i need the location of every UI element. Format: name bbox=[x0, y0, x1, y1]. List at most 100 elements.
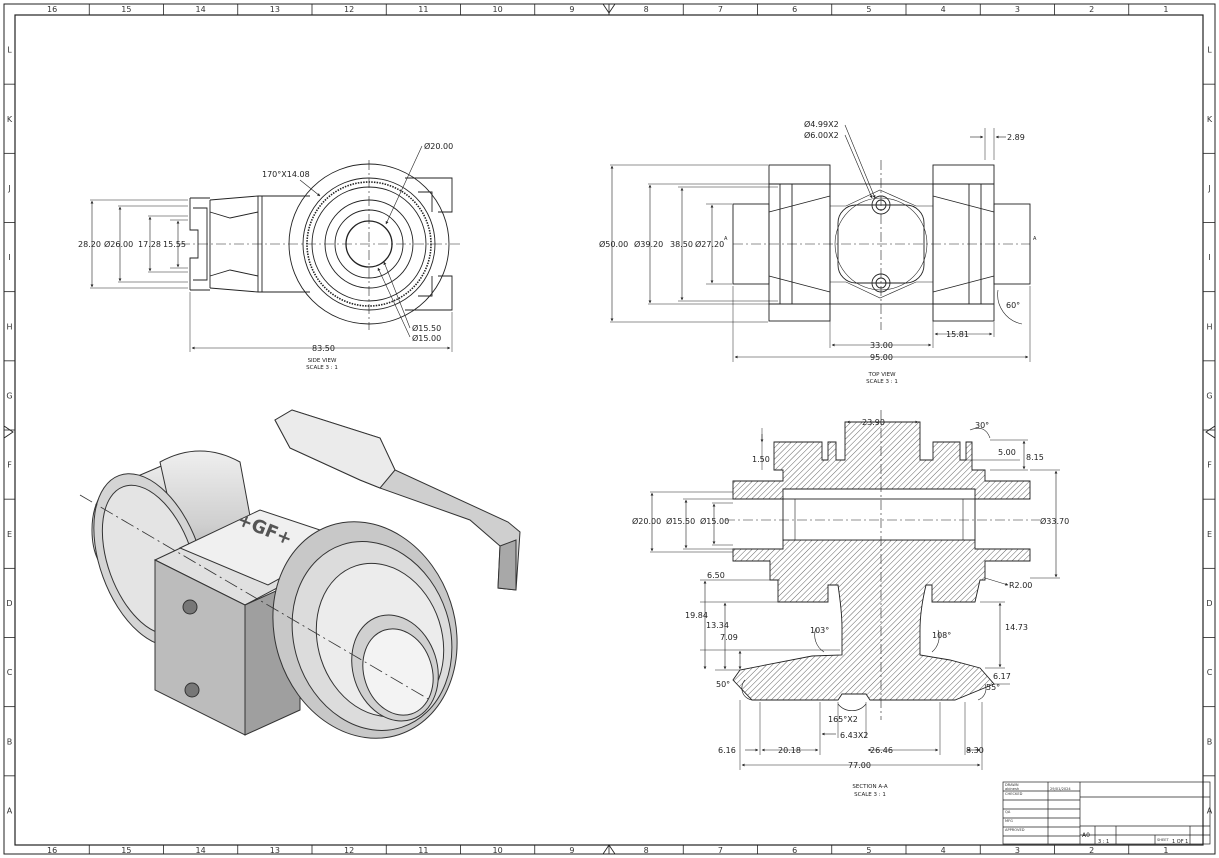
centering-marks bbox=[3, 3, 1216, 855]
zone-column-label: 9 bbox=[569, 846, 574, 855]
zone-column-label: 6 bbox=[792, 5, 797, 14]
sec-dim-groove: 5.00 bbox=[998, 448, 1016, 457]
sec-dim-20-18: 20.18 bbox=[778, 746, 801, 755]
zone-row-label: C bbox=[7, 668, 13, 677]
sec-dim-50deg: 50° bbox=[716, 680, 730, 689]
zone-row-label: E bbox=[1207, 530, 1212, 539]
top-dim-33: 33.00 bbox=[870, 341, 893, 350]
side-dim-17: 17.28 bbox=[138, 240, 161, 249]
tb-date: 29/01/2024 bbox=[1050, 787, 1071, 791]
iso-hole-upper bbox=[182, 599, 198, 615]
zone-column-label: 1 bbox=[1163, 5, 1168, 14]
side-dim-length: 83.50 bbox=[312, 344, 335, 353]
title-block-text: DRAWN abinesh 29/01/2024 CHECKED QA MFG … bbox=[1005, 783, 1188, 845]
zone-column-label: 12 bbox=[344, 846, 354, 855]
zone-column-label: 16 bbox=[47, 846, 57, 855]
sec-dim-108: 108° bbox=[932, 631, 951, 640]
sec-dim-19-84: 19.84 bbox=[685, 611, 708, 620]
sec-dim-chamfer: 30° bbox=[975, 421, 989, 430]
sec-dim-77: 77.00 bbox=[848, 761, 871, 770]
side-view-labels: Ø20.00 170°X14.08 28.20 Ø26.00 17.28 15.… bbox=[78, 141, 453, 371]
zone-column-label: 7 bbox=[718, 846, 723, 855]
top-dim-95: 95.00 bbox=[870, 353, 893, 362]
zone-row-label: L bbox=[1207, 46, 1212, 55]
zone-column-label: 2 bbox=[1089, 846, 1094, 855]
zone-row-label: I bbox=[1208, 253, 1210, 262]
title-block bbox=[1002, 781, 1211, 845]
zone-column-label: 3 bbox=[1015, 5, 1020, 14]
sec-dim-1-50: 1.50 bbox=[752, 455, 770, 464]
section-mark-left: A bbox=[724, 236, 728, 242]
zone-row-label: F bbox=[1207, 461, 1212, 470]
zone-row-label: J bbox=[1207, 184, 1210, 193]
zone-column-label: 7 bbox=[718, 5, 723, 14]
top-dim-50: Ø50.00 bbox=[599, 239, 628, 249]
tb-mfg-label: MFG bbox=[1005, 819, 1013, 823]
top-dim-holes-large: Ø6.00X2 bbox=[804, 130, 839, 140]
zone-marks bbox=[4, 4, 1215, 854]
zone-column-label: 13 bbox=[270, 5, 280, 14]
section-view-labels: 23.90 30° 5.00 8.15 1.50 Ø20.00 Ø15.50 Ø… bbox=[632, 418, 1069, 798]
side-dim-15-00: Ø15.00 bbox=[412, 333, 441, 343]
zone-row-label: H bbox=[1206, 322, 1212, 331]
zone-column-label: 14 bbox=[196, 846, 206, 855]
section-caption-scale: SCALE 3 : 1 bbox=[854, 792, 886, 798]
section-lower-body bbox=[732, 539, 1031, 701]
side-dim-bore: Ø20.00 bbox=[424, 141, 453, 151]
zone-row-label: K bbox=[1207, 115, 1213, 124]
zone-column-label: 5 bbox=[866, 846, 871, 855]
zone-column-label: 10 bbox=[493, 846, 503, 855]
top-caption-scale: SCALE 3 : 1 bbox=[866, 379, 898, 385]
zone-row-label: G bbox=[6, 391, 12, 400]
top-dim-15-81: 15.81 bbox=[946, 330, 969, 339]
sec-dim-7-09: 7.09 bbox=[720, 633, 738, 642]
iso-view bbox=[79, 409, 521, 739]
side-dim-26: Ø26.00 bbox=[104, 239, 133, 249]
zone-column-label: 1 bbox=[1163, 846, 1168, 855]
zone-row-label: A bbox=[7, 806, 13, 815]
tb-checked-label: CHECKED bbox=[1005, 792, 1023, 796]
zone-column-label: 15 bbox=[121, 846, 131, 855]
zone-column-label: 14 bbox=[196, 5, 206, 14]
side-caption-scale: SCALE 3 : 1 bbox=[306, 365, 338, 371]
sec-dim-33-70: Ø33.70 bbox=[1040, 516, 1069, 526]
sec-dim-165: 165°X2 bbox=[828, 715, 858, 724]
top-view-labels: Ø4.99X2 Ø6.00X2 2.89 Ø50.00 Ø39.20 38.50… bbox=[599, 119, 1037, 385]
zone-row-label: H bbox=[6, 322, 12, 331]
zone-column-label: 9 bbox=[569, 5, 574, 14]
zone-column-label: 4 bbox=[941, 846, 946, 855]
sec-dim-13-34: 13.34 bbox=[706, 621, 729, 630]
zone-row-label: D bbox=[1206, 599, 1212, 608]
top-caption-title: TOP VIEW bbox=[867, 372, 896, 378]
zone-row-label: K bbox=[7, 115, 13, 124]
side-caption-title: SIDE VIEW bbox=[308, 358, 337, 364]
side-dim-28: 28.20 bbox=[78, 240, 101, 249]
top-dim-holes-small: Ø4.99X2 bbox=[804, 119, 839, 129]
zone-column-label: 6 bbox=[792, 846, 797, 855]
tb-drawn-label: DRAWN bbox=[1005, 783, 1019, 787]
tb-scale: 3 : 1 bbox=[1098, 839, 1109, 845]
zone-row-label: G bbox=[1206, 391, 1212, 400]
top-dim-39: Ø39.20 bbox=[634, 239, 663, 249]
tb-sheet-label: SHEET bbox=[1157, 838, 1170, 842]
zone-row-label: B bbox=[1207, 737, 1213, 746]
zone-row-label: F bbox=[7, 461, 12, 470]
top-view bbox=[610, 124, 1031, 362]
sec-dim-r2: R2.00 bbox=[1009, 581, 1032, 590]
zone-column-label: 3 bbox=[1015, 846, 1020, 855]
side-dim-thread: 170°X14.08 bbox=[262, 170, 310, 179]
zone-row-label: J bbox=[7, 184, 10, 193]
tb-approved-label: APPROVED bbox=[1005, 828, 1025, 832]
sec-dim-8-15: 8.15 bbox=[1026, 453, 1044, 462]
sec-dim-top-w: 23.90 bbox=[862, 418, 885, 427]
sec-dim-15-50: Ø15.50 bbox=[666, 516, 695, 526]
top-dim-27: Ø27.20 bbox=[695, 239, 724, 249]
top-dim-offset: 2.89 bbox=[1007, 133, 1025, 142]
zone-column-label: 12 bbox=[344, 5, 354, 14]
section-upper-body bbox=[732, 421, 1031, 500]
sec-dim-6-43: 6.43X2 bbox=[840, 731, 868, 740]
zone-column-label: 11 bbox=[418, 846, 428, 855]
top-dim-angle: 60° bbox=[1006, 301, 1020, 310]
